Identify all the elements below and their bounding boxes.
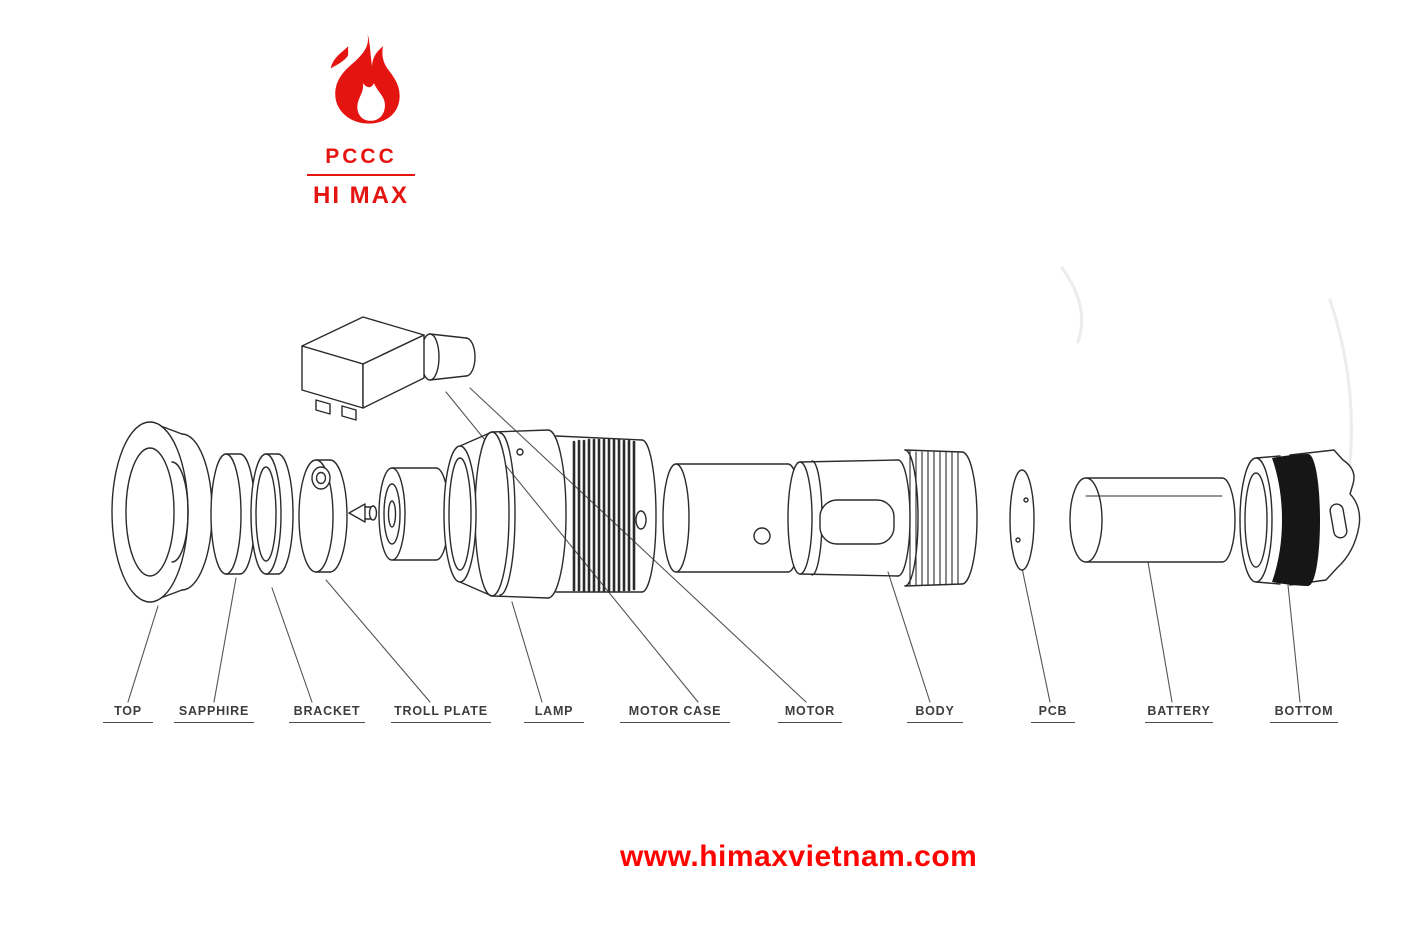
part-label-top: TOP: [103, 704, 153, 723]
part-label-bracket: BRACKET: [289, 704, 365, 723]
part-label-body: BODY: [907, 704, 963, 723]
website-url: www.himaxvietnam.com: [620, 840, 978, 873]
part-drawing-troll-plate: [378, 467, 450, 561]
part-label-pcb: PCB: [1031, 704, 1075, 723]
part-drawing-tail-ring: [904, 449, 978, 587]
part-drawing-top: [111, 421, 213, 603]
part-drawing-motor: [662, 463, 802, 573]
brand-divider: [307, 174, 415, 176]
brand-text-pccc: PCCC: [325, 145, 397, 168]
part-label-sapphire: SAPPHIRE: [174, 704, 254, 723]
part-label-battery: BATTERY: [1145, 704, 1213, 723]
part-label-troll-plate: TROLL PLATE: [391, 704, 491, 723]
part-drawing-lamp: [443, 429, 567, 599]
motor-box-drawing: [301, 316, 476, 421]
part-label-motor: MOTOR: [778, 704, 842, 723]
brand-text-himax: HI MAX: [313, 182, 409, 209]
flame-icon: [330, 33, 400, 124]
part-drawing-body: [787, 459, 911, 577]
part-label-bottom: BOTTOM: [1270, 704, 1338, 723]
part-drawing-battery: [1069, 477, 1236, 563]
part-label-motor-case: MOTOR CASE: [620, 704, 730, 723]
part-drawing-pcb: [1009, 469, 1035, 571]
part-drawing-sapphire: [210, 453, 256, 575]
part-drawing-motor-case: [555, 435, 657, 593]
part-drawing-bottom: [1239, 449, 1361, 586]
part-drawing-gasket-ring: [250, 453, 294, 575]
background-artifacts: [1060, 266, 1353, 482]
brand-logo: PCCC HI MAX: [296, 22, 426, 210]
part-label-lamp: LAMP: [524, 704, 584, 723]
part-drawing-pin: [348, 503, 378, 523]
part-drawing-bracket: [298, 459, 348, 573]
